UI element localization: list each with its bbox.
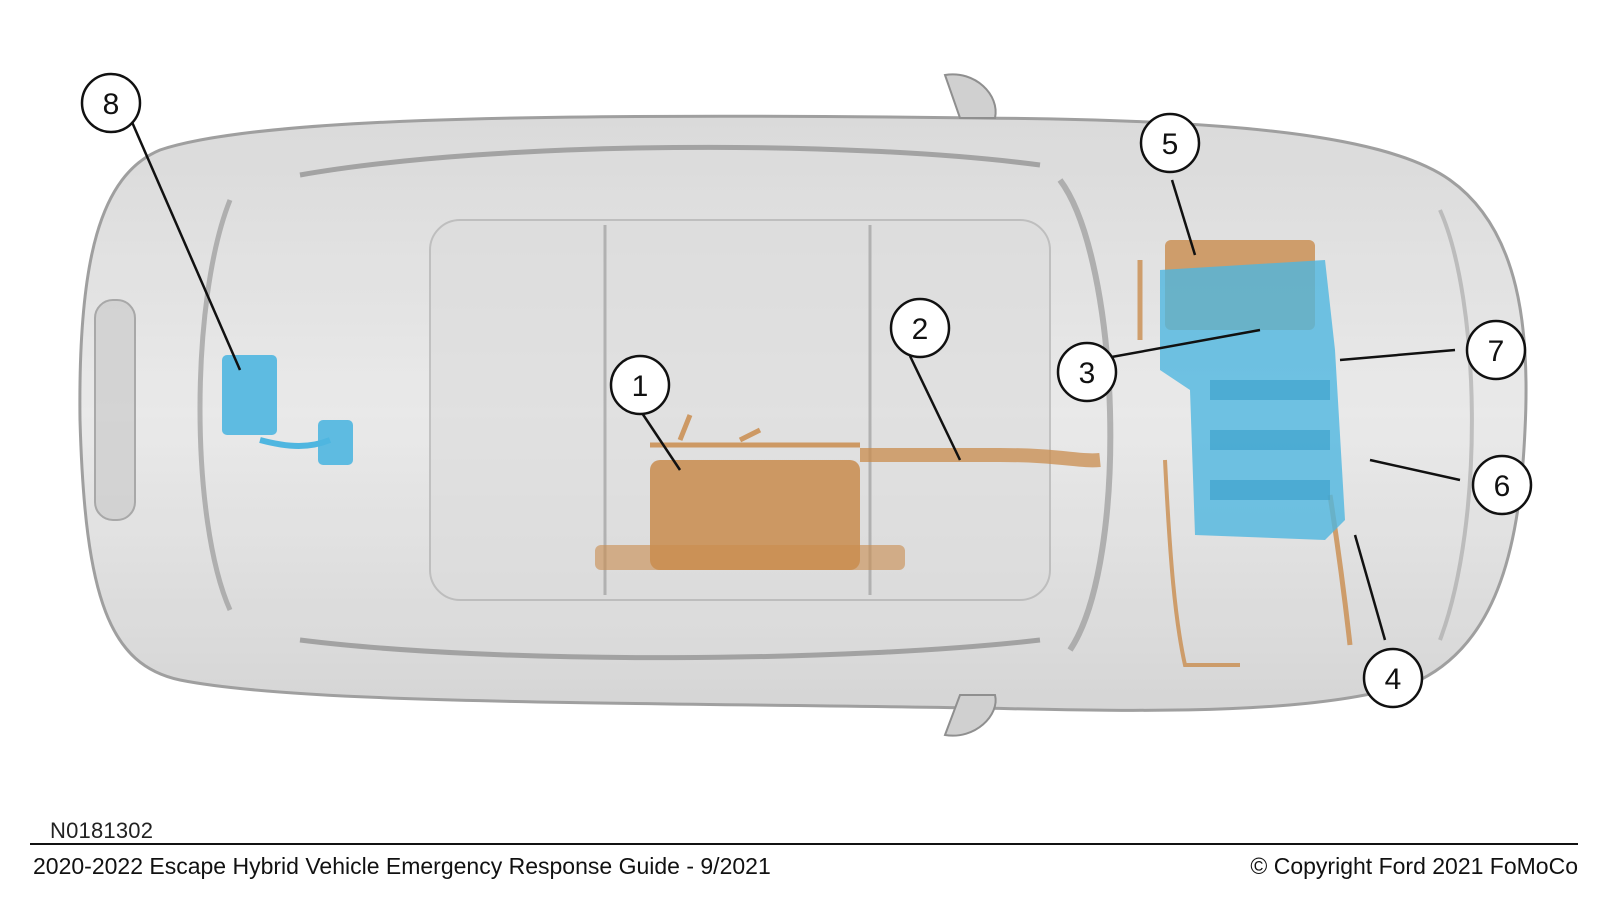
callout-6: 6 [1473,456,1531,514]
callout-8: 8 [82,74,140,132]
footer-copyright: © Copyright Ford 2021 FoMoCo [1250,853,1578,880]
callout-4-label: 4 [1385,663,1402,696]
callout-7: 7 [1467,321,1525,379]
callout-6-label: 6 [1494,470,1511,503]
callout-3-label: 3 [1079,357,1096,390]
callout-1-label: 1 [632,370,649,403]
callout-2: 2 [891,299,949,357]
callout-4: 4 [1364,649,1422,707]
hv-battery-tray [595,545,905,570]
engine-detail-3 [1210,480,1330,500]
callout-2-label: 2 [912,313,929,346]
footer-guide-title: 2020-2022 Escape Hybrid Vehicle Emergenc… [33,853,771,880]
engine-detail-2 [1210,430,1330,450]
callout-3: 3 [1058,343,1116,401]
callout-1: 1 [611,356,669,414]
callout-8-label: 8 [103,88,120,121]
figure-id: N0181302 [50,818,153,844]
mirror-top [945,74,996,118]
rear-module-small [318,420,353,465]
footer-rule [30,843,1578,845]
callout-7-label: 7 [1488,335,1505,368]
hv-cable-main [860,455,1100,460]
engine-detail-1 [1210,380,1330,400]
callout-5-label: 5 [1162,128,1179,161]
rear-bumper [95,300,135,520]
callout-5: 5 [1141,114,1199,172]
rear-module [222,355,277,435]
